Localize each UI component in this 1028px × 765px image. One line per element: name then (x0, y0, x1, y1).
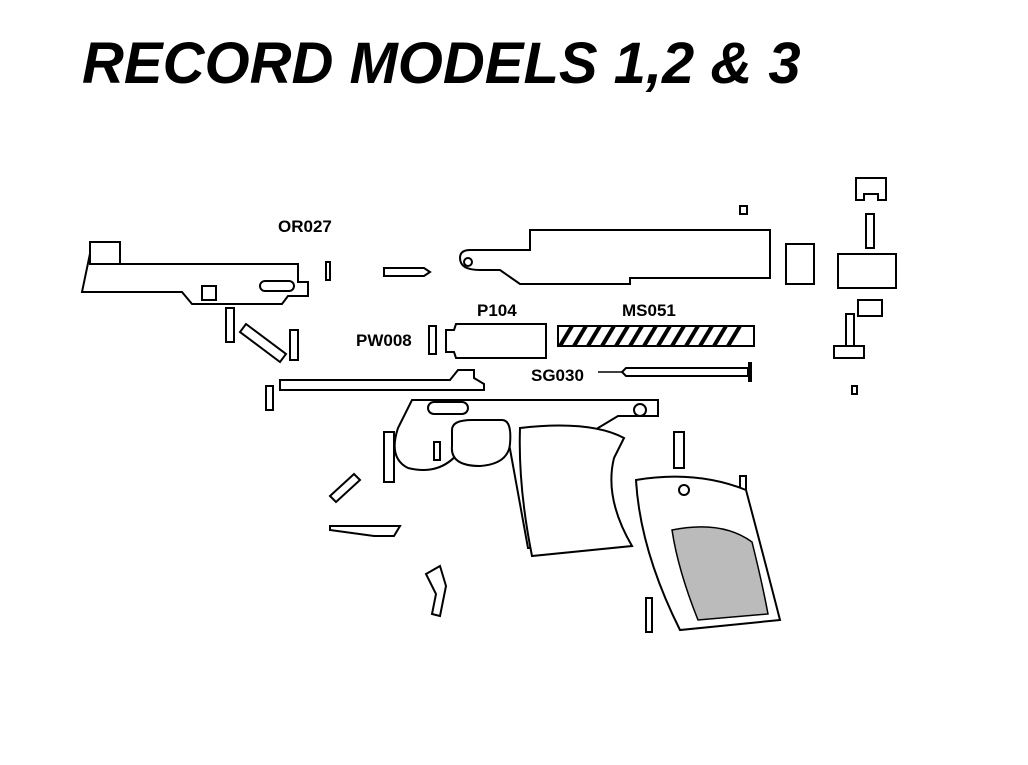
screw-part (265, 385, 274, 411)
pin-part (328, 472, 362, 504)
spring-guide-sg030-part (598, 362, 752, 382)
end-cap-part (785, 243, 815, 285)
screw-part (673, 431, 685, 469)
screw-part (433, 441, 441, 461)
screw-part (289, 329, 299, 361)
screw-part (383, 431, 395, 483)
barrel-housing-part (80, 241, 309, 305)
part-label-pw008: PW008 (356, 331, 412, 350)
part-label-or027: OR027 (278, 217, 332, 236)
piston-p104-part (445, 323, 547, 359)
cocking-lever-part (279, 369, 485, 391)
rear-sight-assembly (833, 177, 897, 395)
diagram-title: RECORD MODELS 1,2 & 3 (82, 31, 801, 96)
link-part (238, 322, 288, 364)
grip-left-part (518, 424, 634, 558)
screw-part (645, 597, 653, 633)
washer-pw008-part (428, 325, 437, 355)
sear-part (329, 525, 402, 537)
part-label-sg030: SG030 (531, 366, 584, 385)
pin-part (383, 267, 432, 277)
pin-or027-part (325, 261, 331, 281)
part-label-p104: P104 (477, 301, 517, 320)
cylinder-part (458, 205, 771, 285)
part-label-ms051: MS051 (622, 301, 676, 320)
grip-right-part (634, 475, 782, 632)
screw-part (225, 307, 235, 343)
mainspring-ms051-part (557, 324, 755, 348)
trigger-part (424, 564, 448, 618)
